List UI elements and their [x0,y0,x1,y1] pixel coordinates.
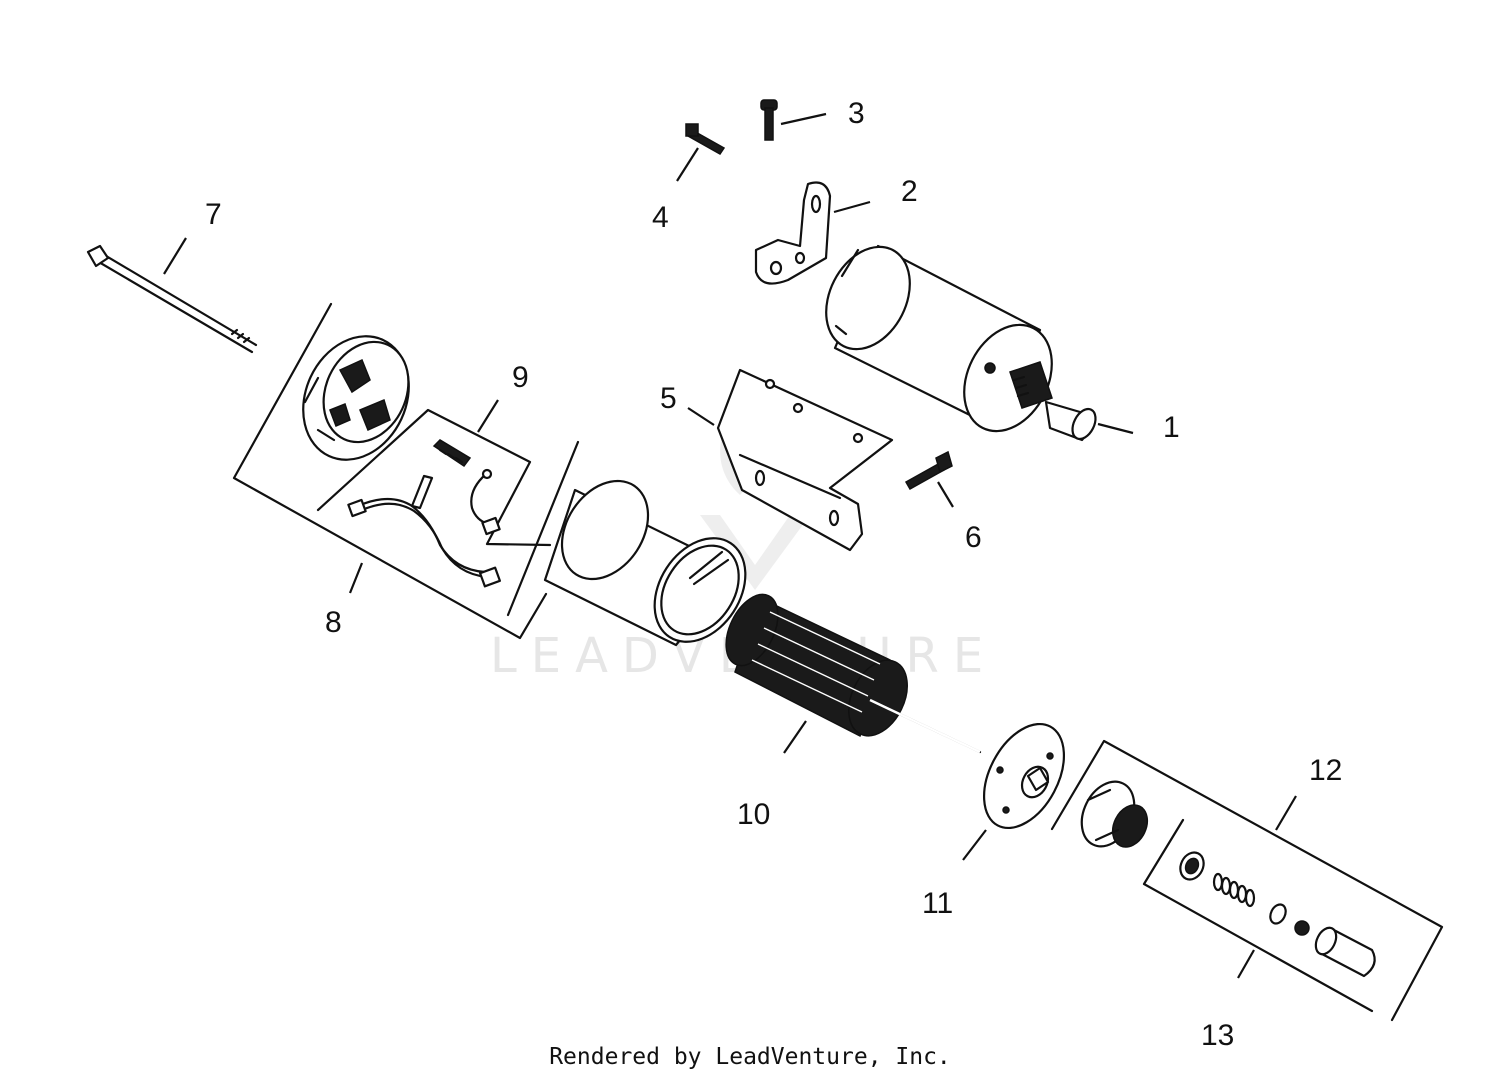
callout-12: 12 [1309,754,1342,787]
callout-6: 6 [965,521,982,554]
part-3-screw[interactable] [760,99,827,141]
part-9-group-bracket [316,399,552,547]
part-11-drive-end-plate[interactable] [962,711,1080,861]
part-9-brush-set[interactable] [347,439,502,588]
part-7-through-bolt[interactable] [86,237,258,354]
part-8-end-cap[interactable] [284,319,429,477]
callout-5: 5 [660,382,677,415]
part-13-drive-kit[interactable] [1176,849,1376,978]
callout-4: 4 [652,201,669,234]
part-6-screw[interactable] [904,450,954,508]
part-8-group-bracket [232,302,580,640]
callout-10: 10 [737,798,770,831]
callout-9: 9 [512,361,529,394]
starter-frame-tube[interactable] [543,465,764,659]
part-1-starter-motor[interactable] [810,233,1134,446]
part-12-drive-pinion[interactable] [1072,773,1155,855]
callout-8: 8 [325,606,342,639]
callout-13: 13 [1201,1019,1234,1052]
callout-3: 3 [848,97,865,130]
callout-2: 2 [901,175,918,208]
spring [1212,872,1256,908]
footer-credit: Rendered by LeadVenture, Inc. [549,1044,951,1070]
part-10-armature[interactable] [716,586,982,754]
part-2-bracket[interactable] [754,181,871,285]
callout-7: 7 [205,198,222,231]
callout-1: 1 [1163,411,1180,444]
callout-labels: 1 2 3 4 5 6 7 8 9 10 11 12 13 [205,97,1342,1052]
part-4-screw[interactable] [676,123,726,182]
part-5-mounting-bracket[interactable] [687,368,894,552]
callout-11: 11 [922,887,953,920]
part-12-group-bracket [1050,739,1444,1022]
